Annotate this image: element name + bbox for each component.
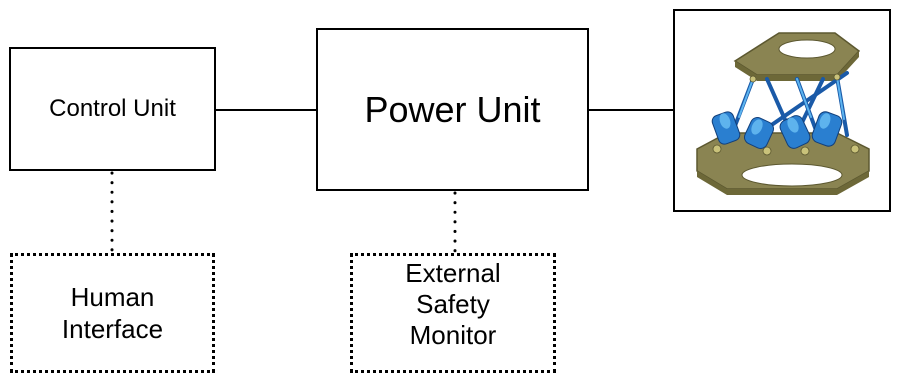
- power-unit-label: Power Unit: [364, 88, 541, 130]
- hexapod-platform-icon: [696, 31, 870, 195]
- power-unit-box: Power Unit: [316, 28, 589, 191]
- human-interface-box: Human Interface: [10, 253, 215, 373]
- motion-platform-box: [673, 9, 891, 212]
- human-interface-label: Human Interface: [61, 281, 164, 345]
- control-unit-label: Control Unit: [49, 95, 176, 122]
- external-safety-monitor-label: External Safety Monitor: [405, 258, 501, 351]
- external-safety-monitor-box: External Safety Monitor: [350, 253, 556, 373]
- control-unit-box: Control Unit: [9, 47, 216, 171]
